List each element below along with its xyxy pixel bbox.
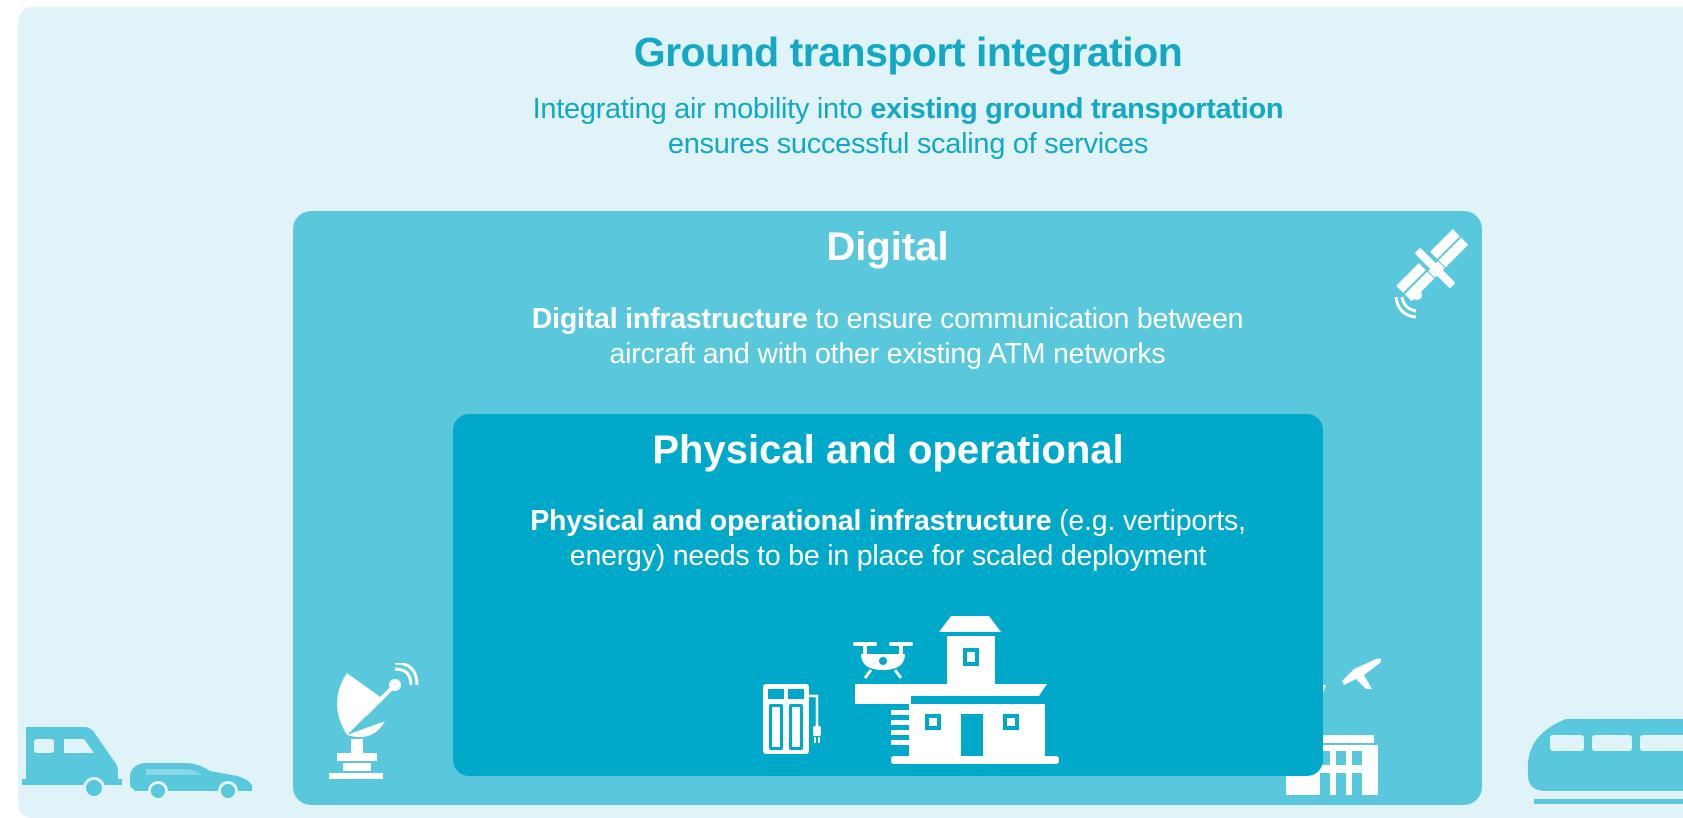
physical-title: Physical and operational: [652, 428, 1124, 472]
digital-bold-text: Digital infrastructure: [531, 303, 808, 335]
car-icon: [130, 763, 252, 801]
diagram-canvas: Ground transport integration Integrating…: [18, 7, 1683, 818]
page-subtitle: Integrating air mobility into existing g…: [18, 92, 1683, 162]
digital-description: Digital infrastructure to ensure communi…: [293, 302, 1482, 372]
train-icon: [1528, 719, 1683, 804]
drone-icon: [853, 642, 913, 679]
digital-layer: Digital Digital infrastructure to ensure…: [293, 211, 1482, 805]
charging-station-icon: [763, 684, 821, 754]
physical-description: Physical and operational infrastructure …: [453, 504, 1323, 574]
physical-operational-layer: Physical and operational Physical and op…: [453, 414, 1323, 776]
subtitle-line2: ensures successful scaling of services: [667, 128, 1149, 160]
satellite-dish-icon: [329, 663, 419, 779]
physical-bold-text: Physical and operational infrastructure: [530, 505, 1052, 537]
digital-text-line2: aircraft and with other existing ATM net…: [609, 338, 1166, 370]
physical-text-rest: (e.g. vertiports,: [1051, 505, 1246, 537]
digital-text-rest: to ensure communication between: [807, 303, 1244, 335]
page-title: Ground transport integration: [633, 29, 1183, 75]
digital-title: Digital: [826, 225, 949, 269]
physical-text-line2: energy) needs to be in place for scaled …: [569, 540, 1207, 572]
satellite-icon: [1394, 229, 1469, 319]
vertiport-icon: [855, 616, 1059, 764]
subtitle-text: Integrating air mobility into: [532, 93, 871, 125]
subtitle-bold-text: existing ground transportation: [870, 93, 1284, 125]
van-icon: [22, 727, 122, 797]
